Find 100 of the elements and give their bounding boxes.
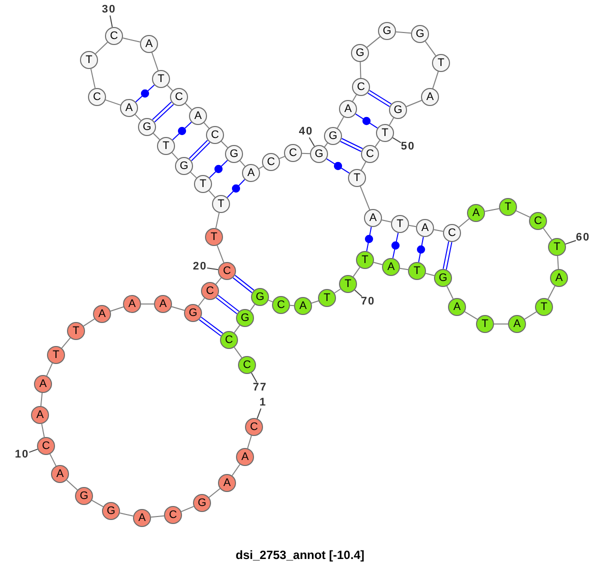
base-pair-line <box>152 102 174 122</box>
backbone-line <box>334 288 341 294</box>
backbone-line <box>374 140 380 148</box>
backbone-line <box>220 140 228 148</box>
backbone-line <box>180 506 194 512</box>
caption: dsi_2753_annot [-10.4] <box>236 549 364 561</box>
nucleotide: C <box>245 418 263 436</box>
backbone-line <box>61 337 71 349</box>
position-number: 1 <box>259 398 267 408</box>
nucleotide: A <box>294 297 312 315</box>
nucleotide: C <box>170 88 188 106</box>
nucleotide: T <box>391 215 409 233</box>
backbone-line <box>90 68 96 89</box>
backbone-line <box>366 36 381 48</box>
nucleotide: T <box>194 175 212 193</box>
nucleotide: T <box>47 346 65 364</box>
leader-line <box>250 372 258 383</box>
backbone-line <box>352 266 360 278</box>
backbone-line <box>198 298 205 306</box>
nucleotide: G <box>225 145 243 163</box>
base-pair-line <box>198 316 224 336</box>
nucleotide: G <box>389 101 407 119</box>
nucleotide: C <box>105 27 123 45</box>
nucleotide: T <box>80 51 98 69</box>
nucleotide: C <box>272 296 290 314</box>
backbone-line <box>542 228 552 240</box>
nucleotide: C <box>88 88 106 106</box>
backbone-line <box>208 488 220 498</box>
leader-line <box>392 137 402 144</box>
backbone-line <box>458 218 470 228</box>
backbone-line <box>215 212 220 229</box>
backbone-line <box>381 219 392 223</box>
nucleotide: A <box>133 509 151 527</box>
nucleotide: T <box>339 275 357 293</box>
backbone-line <box>352 94 357 102</box>
base-pair-line <box>135 84 155 102</box>
backbone-line <box>91 500 104 508</box>
backbone-line <box>373 262 383 266</box>
nucleotide: T <box>548 238 566 256</box>
backbone-line <box>395 31 412 34</box>
base-pair-line <box>391 232 400 259</box>
nucleotide: A <box>189 107 207 125</box>
nucleotide: G <box>175 157 193 175</box>
nucleotide: A <box>448 298 466 316</box>
backbone-line <box>424 40 436 56</box>
backbone-line <box>484 208 500 212</box>
nucleotide: A <box>416 219 434 237</box>
backbone-line <box>215 277 222 285</box>
base-pair-line <box>216 294 240 314</box>
position-number: 20 <box>192 262 208 272</box>
nucleotide: C <box>218 262 236 280</box>
leader-line <box>565 240 576 245</box>
backbone-line <box>408 224 417 228</box>
backbone-line <box>425 272 435 276</box>
backbone-line <box>360 161 366 171</box>
leader-line <box>28 448 38 453</box>
base-pair-line <box>232 274 254 294</box>
backbone-line <box>433 229 444 232</box>
nucleotide: G <box>310 145 328 163</box>
nucleotide: G <box>102 502 120 520</box>
backbone-line <box>250 304 256 312</box>
leader-line <box>308 137 315 147</box>
base-pair-line <box>355 113 378 129</box>
position-number: 40 <box>298 126 314 138</box>
nucleotide: C <box>529 212 547 230</box>
backbone-line <box>234 346 242 358</box>
backbone-line <box>83 318 95 327</box>
nucleotide: T <box>535 298 553 316</box>
nucleotide: G <box>324 127 342 145</box>
backbone-line <box>548 286 556 300</box>
backbone-line <box>432 71 439 89</box>
nucleotide: A <box>382 258 400 276</box>
backbone-line <box>278 156 286 160</box>
backbone-line <box>50 454 56 466</box>
nucleotide: G <box>378 22 396 40</box>
nucleotide: A <box>31 406 49 424</box>
nucleotide: G <box>236 309 254 327</box>
nucleotide: A <box>140 35 158 53</box>
position-number: 60 <box>576 232 590 244</box>
nucleotide: C <box>443 224 461 242</box>
base-pair-line <box>416 236 426 263</box>
nucleotide: A <box>467 204 485 222</box>
base-pair-line <box>226 178 246 198</box>
nucleotide: T <box>356 251 374 269</box>
backbone-line <box>360 186 370 210</box>
backbone-line <box>151 52 159 71</box>
backbone-line <box>105 99 121 106</box>
nucleotide: A <box>93 305 111 323</box>
nucleotide: C <box>220 331 238 349</box>
nucleotide: G <box>251 288 269 306</box>
nucleotide: T <box>212 195 230 213</box>
backbone-line <box>446 286 454 300</box>
backbone-line <box>232 464 240 476</box>
backbone-line <box>464 311 478 320</box>
nucleotide: T <box>432 54 450 72</box>
nucleotide: G <box>138 118 156 136</box>
leader-line <box>256 408 262 420</box>
backbone-line <box>302 152 310 154</box>
backbone-line <box>41 423 45 438</box>
nucleotide: C <box>238 356 256 374</box>
